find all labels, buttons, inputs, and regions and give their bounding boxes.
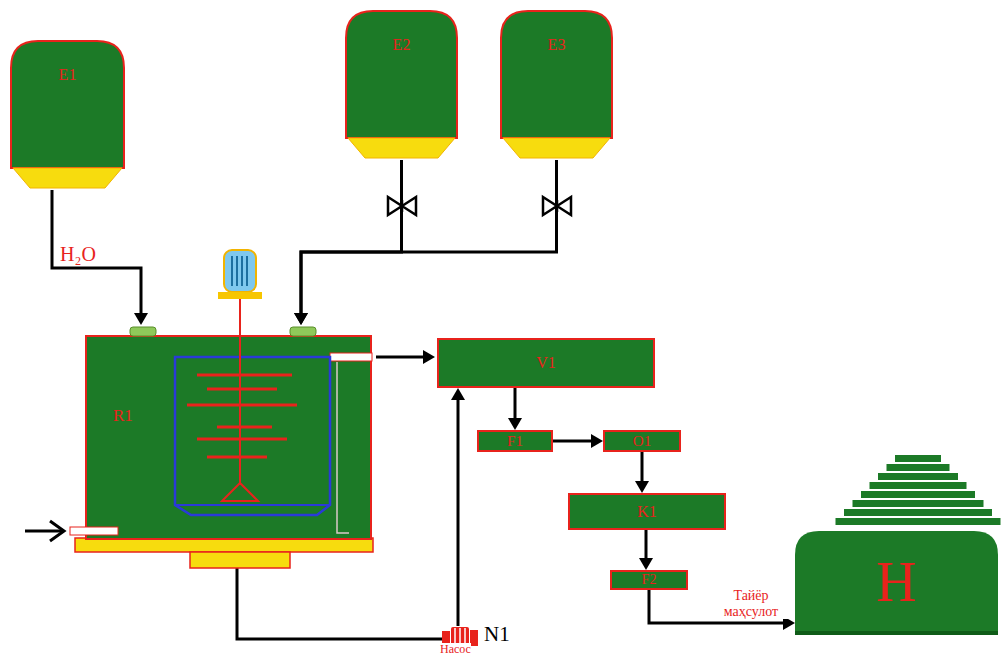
box-label: K1 <box>637 503 657 521</box>
storage-label: H <box>876 552 916 614</box>
flow-connector <box>294 160 402 325</box>
reactor-vessel: R1 <box>85 335 372 540</box>
box-label: F1 <box>507 433 523 450</box>
process-box: K1 <box>568 493 726 530</box>
flow-connector <box>376 350 435 364</box>
pump-unit: N1Насос <box>440 617 540 657</box>
shape-outline <box>500 10 613 160</box>
tank-label: E3 <box>548 36 566 54</box>
process-box: O1 <box>603 430 681 452</box>
tank-label: E2 <box>393 36 411 54</box>
valve-symbol <box>388 197 416 215</box>
shape-outline <box>87 337 370 538</box>
flow-connector <box>508 388 522 430</box>
product-storage: H <box>795 455 998 635</box>
shape-outline <box>345 10 458 160</box>
valve-symbol <box>543 197 571 215</box>
storage-tank: E1 <box>10 40 125 190</box>
reactor-base <box>75 538 373 568</box>
pump-caption: Насос <box>440 643 471 656</box>
box-label: V1 <box>536 354 556 372</box>
process-box: F2 <box>610 570 688 590</box>
edge-label: Тайёр маҳсулот <box>711 588 791 619</box>
jacket-inlet-arrow <box>25 521 64 541</box>
shape-outline <box>10 40 125 190</box>
pump-tag: N1 <box>484 623 510 646</box>
tank-label: E1 <box>59 66 77 84</box>
flow-connector <box>237 568 442 639</box>
flow-connector <box>294 160 557 325</box>
flow-connector <box>553 434 603 448</box>
process-box: F1 <box>477 430 553 452</box>
flow-connector <box>639 530 653 570</box>
storage-tank: E2 <box>345 10 458 160</box>
flow-connector <box>635 452 649 493</box>
box-label: O1 <box>633 433 651 450</box>
reactor-label: R1 <box>113 407 133 426</box>
storage-tank: E3 <box>500 10 613 160</box>
stirrer-motor <box>218 250 262 336</box>
process-box: V1 <box>437 338 655 388</box>
flow-connector <box>52 190 148 325</box>
box-label: F2 <box>642 572 657 587</box>
edge-label: H₂O <box>58 243 98 265</box>
flow-connector <box>451 388 465 626</box>
